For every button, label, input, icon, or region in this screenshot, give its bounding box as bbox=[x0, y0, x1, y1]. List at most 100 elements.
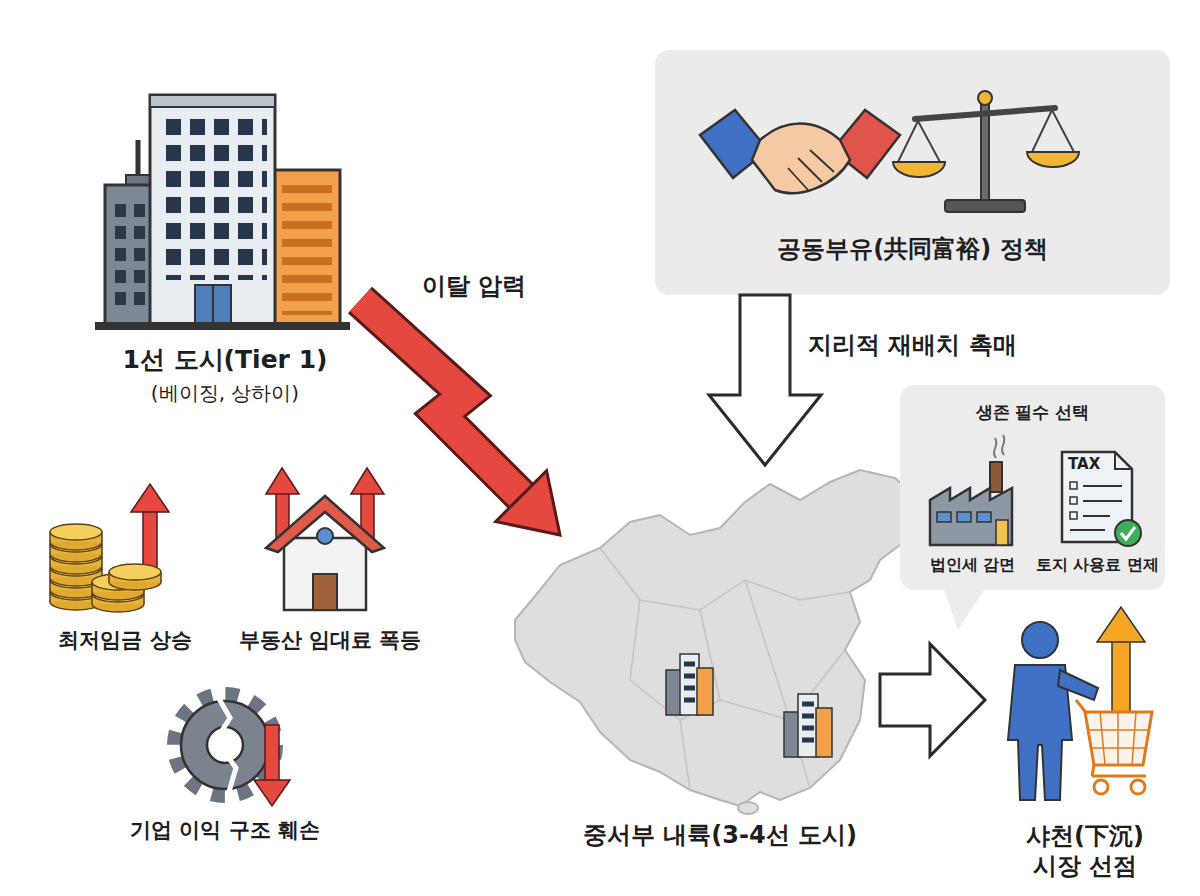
hollow-arrow bbox=[880, 644, 985, 756]
shopper-icon-part bbox=[1058, 670, 1098, 700]
shopper-icon-part bbox=[1092, 765, 1094, 776]
shopper-icon-part bbox=[1097, 607, 1145, 642]
factory-icon bbox=[930, 435, 1012, 545]
scale-icon bbox=[893, 91, 1079, 212]
tax-document-icon bbox=[1062, 452, 1141, 546]
arrow-head bbox=[496, 471, 560, 535]
factory-icon-part bbox=[930, 488, 1012, 545]
city-buildings-part bbox=[195, 285, 231, 325]
node-title: 공동부유(共同富裕) 정책 bbox=[777, 234, 1047, 265]
factory-icon-part bbox=[996, 520, 1008, 545]
shopper-icon-part bbox=[1022, 622, 1058, 658]
city-buildings-part bbox=[150, 95, 275, 325]
city-buildings-part bbox=[95, 322, 350, 330]
tax-document-icon-part bbox=[1121, 527, 1135, 539]
broken-gear-icon-part bbox=[254, 780, 290, 806]
china-map-part bbox=[738, 802, 758, 814]
factory-icon-part bbox=[994, 435, 1004, 458]
scale-icon-part bbox=[1032, 110, 1074, 152]
city-buildings-part bbox=[112, 200, 150, 312]
flow-arrow bbox=[709, 295, 821, 465]
shopper-icon-part bbox=[1092, 775, 1146, 778]
policy-panel bbox=[655, 50, 1170, 295]
node-title: 1선 도시(Tier 1) bbox=[123, 344, 328, 377]
node-subtitle: (베이징, 상하이) bbox=[151, 380, 299, 406]
scale-icon-part bbox=[915, 108, 1055, 119]
coins-icon-part bbox=[109, 564, 161, 590]
flow-arrow bbox=[880, 644, 985, 756]
tax-document-icon-part bbox=[1115, 520, 1141, 546]
coins-icon bbox=[50, 484, 169, 612]
tax-document-icon-part bbox=[1070, 486, 1122, 530]
house-icon-part bbox=[351, 468, 384, 494]
node-title: 기업 이익 구조 훼손 bbox=[130, 817, 320, 844]
tax-document-icon-part bbox=[1115, 452, 1132, 469]
tax-document-icon-part bbox=[1070, 482, 1077, 489]
city-buildings-part bbox=[150, 95, 275, 107]
factory-icon-part bbox=[977, 512, 991, 522]
house-icon bbox=[266, 468, 384, 610]
shopper-icon bbox=[1008, 607, 1152, 800]
inland-city-buildings-part bbox=[816, 708, 832, 757]
speech-bubble-node: 생존 필수 선택법인세 감면 토지 사용료 면제 bbox=[900, 385, 1165, 590]
house-icon-part bbox=[317, 528, 333, 544]
city-buildings-part bbox=[282, 185, 332, 315]
node-title: 생존 필수 선택 bbox=[976, 401, 1090, 423]
shopper-icon-part bbox=[1131, 780, 1145, 794]
arrow-body bbox=[360, 300, 527, 502]
tax-document-icon-part bbox=[1070, 497, 1077, 504]
shopper-icon-part bbox=[1089, 712, 1148, 765]
pressure-arrow bbox=[360, 300, 560, 535]
shopper-icon-part bbox=[1112, 640, 1130, 712]
scale-icon-part bbox=[1027, 152, 1079, 167]
house-icon-part bbox=[266, 468, 299, 494]
china-map bbox=[515, 470, 925, 814]
factory-icon-part bbox=[937, 512, 951, 522]
policy-panel-part bbox=[655, 50, 1170, 295]
node-title: 샤천(下沉) 시장 선점 bbox=[1000, 821, 1170, 881]
inland-city-buildings-part bbox=[684, 664, 814, 740]
pressure-node: 기업 이익 구조 훼손 bbox=[115, 680, 335, 850]
arrow-outline bbox=[360, 300, 527, 502]
edge-label: 지리적 재배치 촉매 bbox=[808, 329, 1017, 361]
region-node: 중서부 내륙(3-4선 도시) bbox=[560, 465, 880, 855]
broken-gear-icon-part bbox=[207, 727, 243, 763]
city-buildings-part bbox=[162, 115, 267, 280]
house-icon-part bbox=[284, 538, 366, 610]
factory-icon-part bbox=[990, 462, 1002, 492]
pressure-node: 부동산 임대료 폭등 bbox=[225, 460, 435, 660]
node-title: 최저임금 상승 bbox=[58, 627, 191, 654]
coins-icon-part bbox=[50, 524, 102, 550]
document-label: TAX bbox=[1068, 455, 1100, 473]
shopper-icon-part bbox=[1085, 712, 1152, 765]
coins-icon-part bbox=[143, 510, 157, 572]
china-map-part bbox=[600, 548, 850, 790]
scale-icon-part bbox=[945, 200, 1025, 212]
city-node: 1선 도시(Tier 1) (베이징, 상하이) bbox=[90, 90, 360, 410]
broken-gear-icon bbox=[175, 690, 290, 806]
inland-city-buildings-part bbox=[697, 668, 713, 715]
factory-icon-part bbox=[957, 512, 971, 522]
scale-icon-part bbox=[893, 162, 945, 177]
node-title: 토지 사용료 면제 bbox=[1036, 555, 1159, 576]
handshake-icon-part bbox=[752, 124, 850, 194]
inland-city-buildings bbox=[666, 654, 832, 757]
broken-gear-icon-part bbox=[214, 690, 236, 795]
node-title: 부동산 임대료 폭등 bbox=[239, 627, 422, 654]
broken-gear-icon-part bbox=[265, 725, 279, 781]
edge-label: 이탈 압력 bbox=[422, 270, 526, 302]
speech-bubble-part bbox=[900, 385, 1165, 590]
incentive-node: 법인세 감면 bbox=[910, 455, 1035, 580]
coins-icon-part bbox=[131, 484, 169, 512]
city-buildings-part bbox=[212, 285, 214, 325]
node-title: 법인세 감면 bbox=[930, 555, 1016, 576]
speech-bubble bbox=[900, 385, 1165, 630]
house-icon-part bbox=[313, 574, 337, 610]
hollow-arrow bbox=[709, 295, 821, 465]
china-map-part bbox=[515, 470, 925, 806]
scale-icon-part bbox=[978, 91, 992, 105]
